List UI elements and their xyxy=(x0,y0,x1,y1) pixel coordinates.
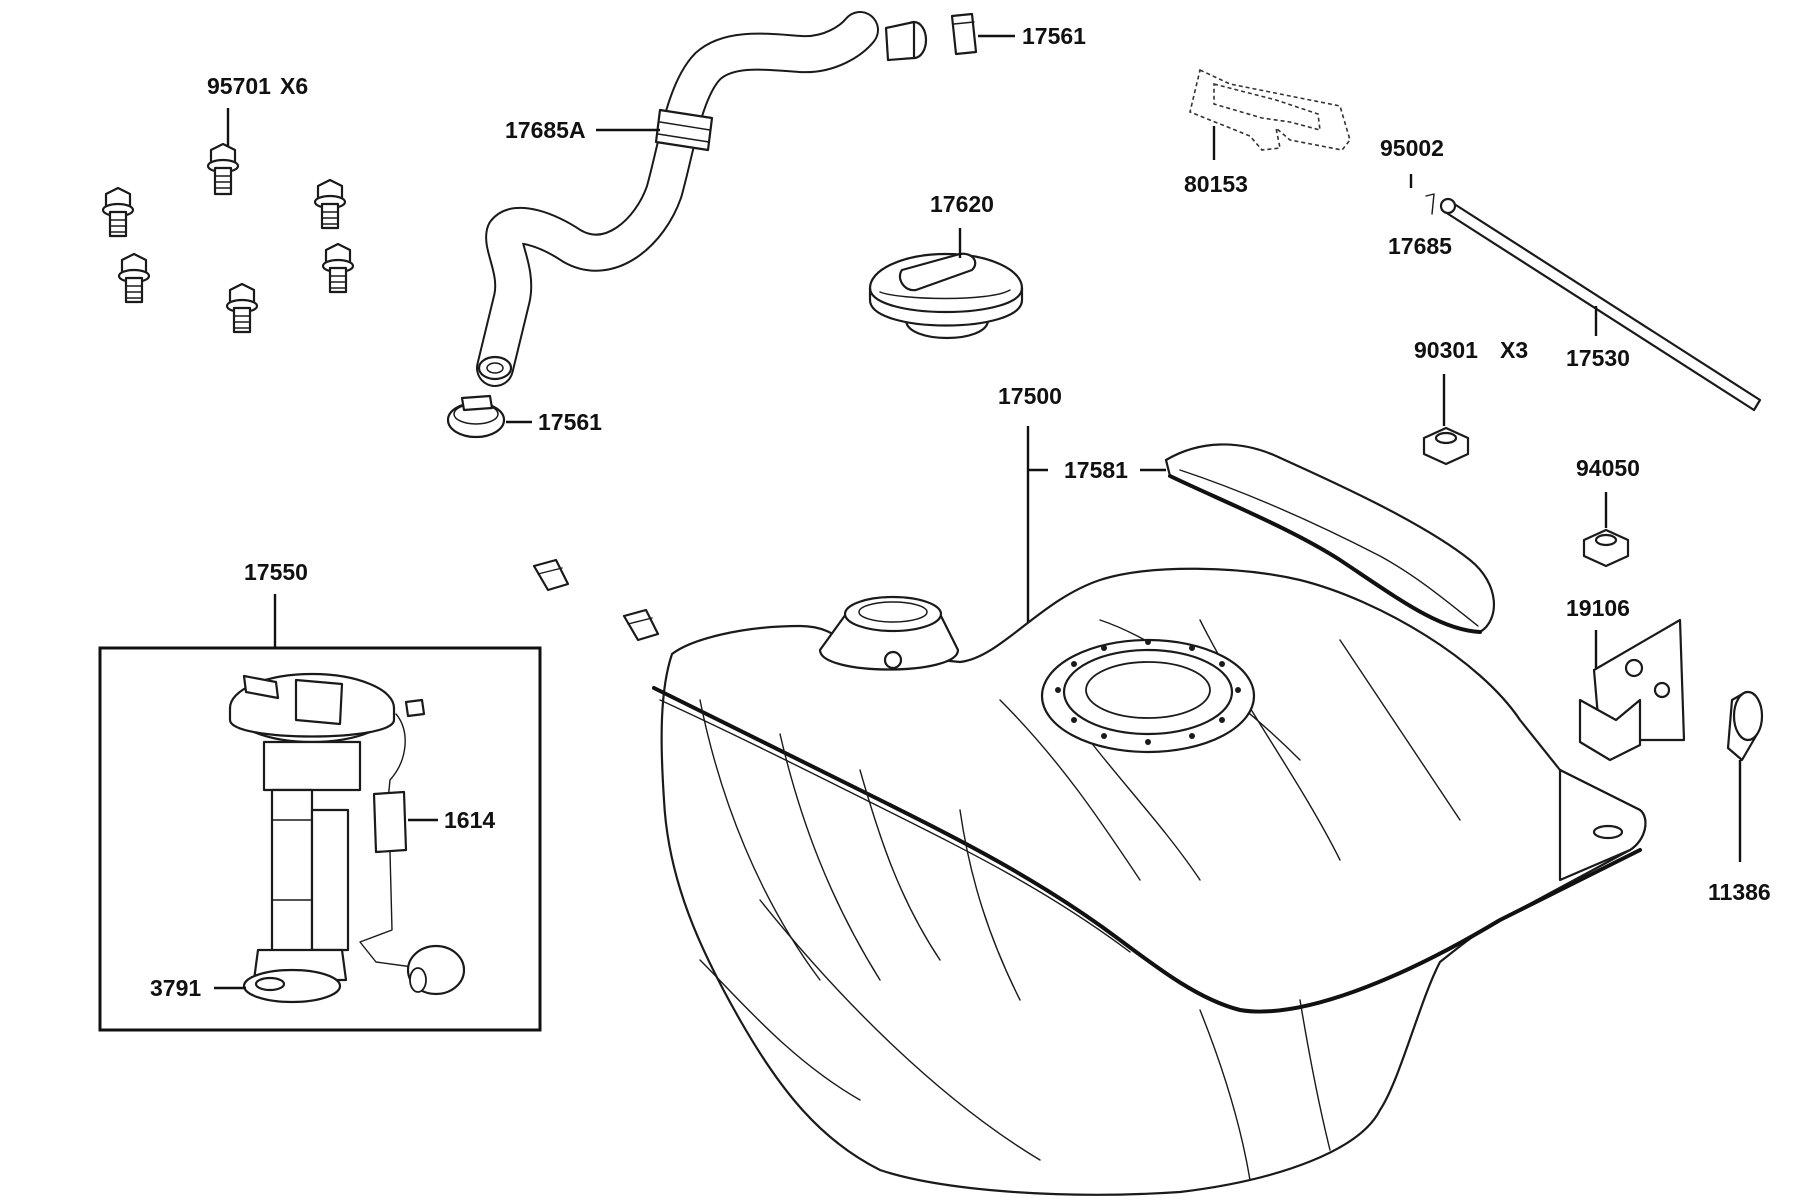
bolt-icon xyxy=(101,186,135,238)
callout-3791: 3791 xyxy=(150,975,201,1001)
bolt-group-95701 xyxy=(101,142,355,334)
callout-17685a: 17685A xyxy=(505,117,586,143)
fuel-tank-17500 xyxy=(652,567,1647,1196)
nut-90301 xyxy=(1422,426,1470,466)
bolt-icon xyxy=(117,252,151,304)
callout-17620: 17620 xyxy=(930,191,994,217)
callout-90301-qty: X3 xyxy=(1500,337,1528,363)
callout-17685: 17685 xyxy=(1388,233,1452,259)
callout-95701: 95701 xyxy=(207,73,271,99)
filler-hose-17685a xyxy=(476,11,928,387)
callout-95701-qty: X6 xyxy=(280,73,308,99)
grommet-clip-left xyxy=(532,558,570,592)
flange-bolt-holes xyxy=(1055,639,1241,745)
callout-1614: 1614 xyxy=(444,807,495,833)
callout-17581: 17581 xyxy=(1064,457,1128,483)
bolt-icon xyxy=(313,178,347,230)
callout-17500: 17500 xyxy=(998,383,1062,409)
grommet-clip-right xyxy=(622,608,660,642)
callout-17561-top: 17561 xyxy=(1022,23,1086,49)
callout-95002: 95002 xyxy=(1380,135,1444,161)
clamp-11386 xyxy=(1726,690,1764,762)
fuel-pump-17550 xyxy=(228,672,396,1004)
callout-19106: 19106 xyxy=(1566,595,1630,621)
callout-17550: 17550 xyxy=(244,559,308,585)
callout-17530: 17530 xyxy=(1566,345,1630,371)
bolt-icon xyxy=(321,242,355,294)
bracket-80153 xyxy=(1189,68,1351,151)
callout-90301: 90301 xyxy=(1414,337,1478,363)
hose-clamp-17561-bottom xyxy=(446,394,506,439)
callout-94050: 94050 xyxy=(1576,455,1640,481)
callout-11386: 11386 xyxy=(1708,879,1771,905)
bracket-19106 xyxy=(1578,618,1686,762)
seat-pad-17581 xyxy=(1164,443,1495,634)
fuel-level-sender-1614 xyxy=(359,698,466,996)
nut-94050 xyxy=(1582,528,1630,568)
fuel-cap-17620 xyxy=(868,252,1024,340)
clip-17685 xyxy=(1425,193,1435,215)
callout-17561-bottom: 17561 xyxy=(538,409,602,435)
fuel-pump-assembly-box xyxy=(98,646,542,1032)
hose-clamp-17561-top xyxy=(950,12,978,56)
rod-17530 xyxy=(1439,197,1762,412)
bolt-icon xyxy=(225,282,259,334)
bolt-icon xyxy=(206,142,240,196)
callout-80153: 80153 xyxy=(1184,171,1248,197)
